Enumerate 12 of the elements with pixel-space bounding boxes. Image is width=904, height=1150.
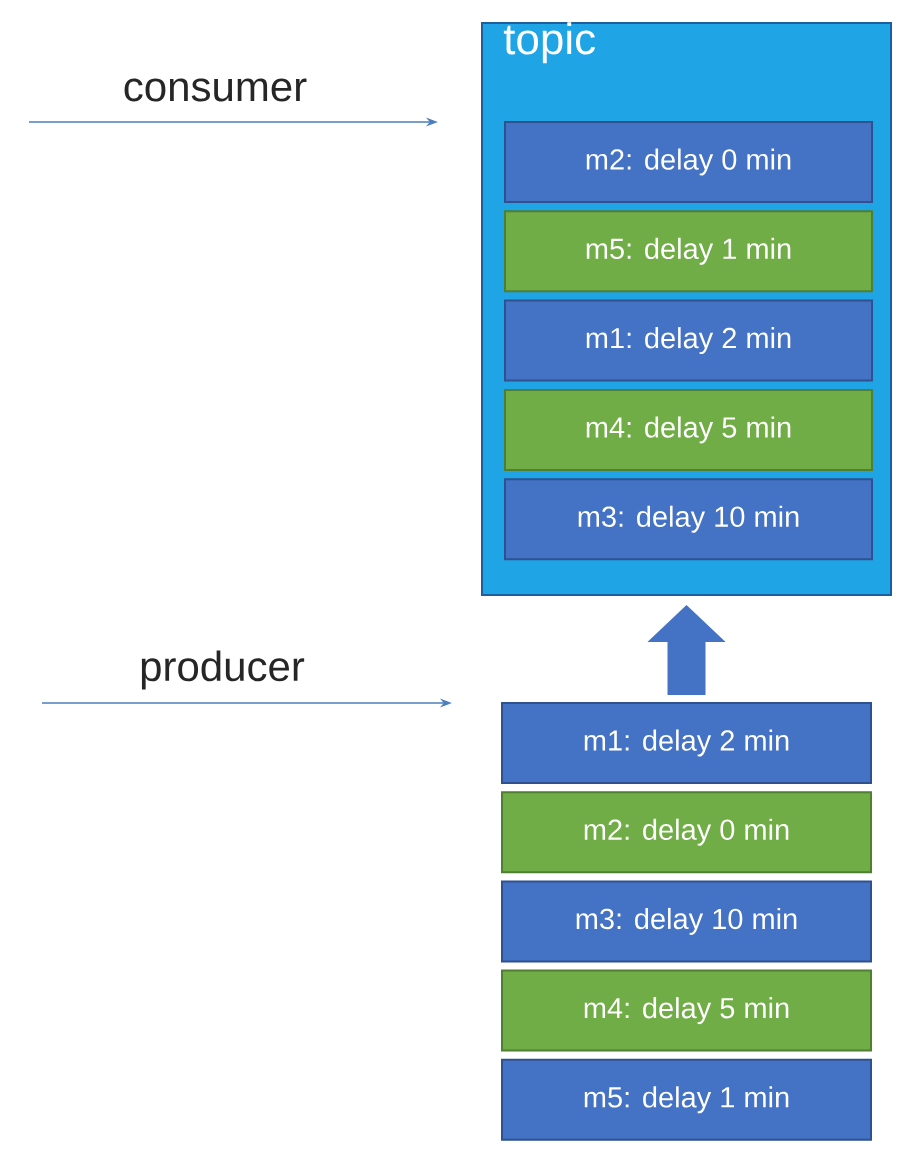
message-box: m3: delay 10 min	[504, 478, 873, 561]
edge-label: producer	[141, 650, 305, 690]
message-box: m3: delay 10 min	[501, 880, 872, 963]
message-box: m1: delay 2 min	[504, 299, 873, 382]
message-box: m1: delay 2 min	[501, 702, 872, 784]
message-box: m2: delay 0 min	[501, 791, 872, 874]
message-box: m2: delay 0 min	[504, 121, 873, 203]
message-box: m5: delay 1 min	[501, 1058, 872, 1141]
message-box: m4: delay 5 min	[504, 388, 873, 471]
edge-label: consumer	[124, 78, 307, 102]
message-box: m5: delay 1 min	[504, 210, 873, 293]
message-box: m4: delay 5 min	[501, 969, 872, 1052]
